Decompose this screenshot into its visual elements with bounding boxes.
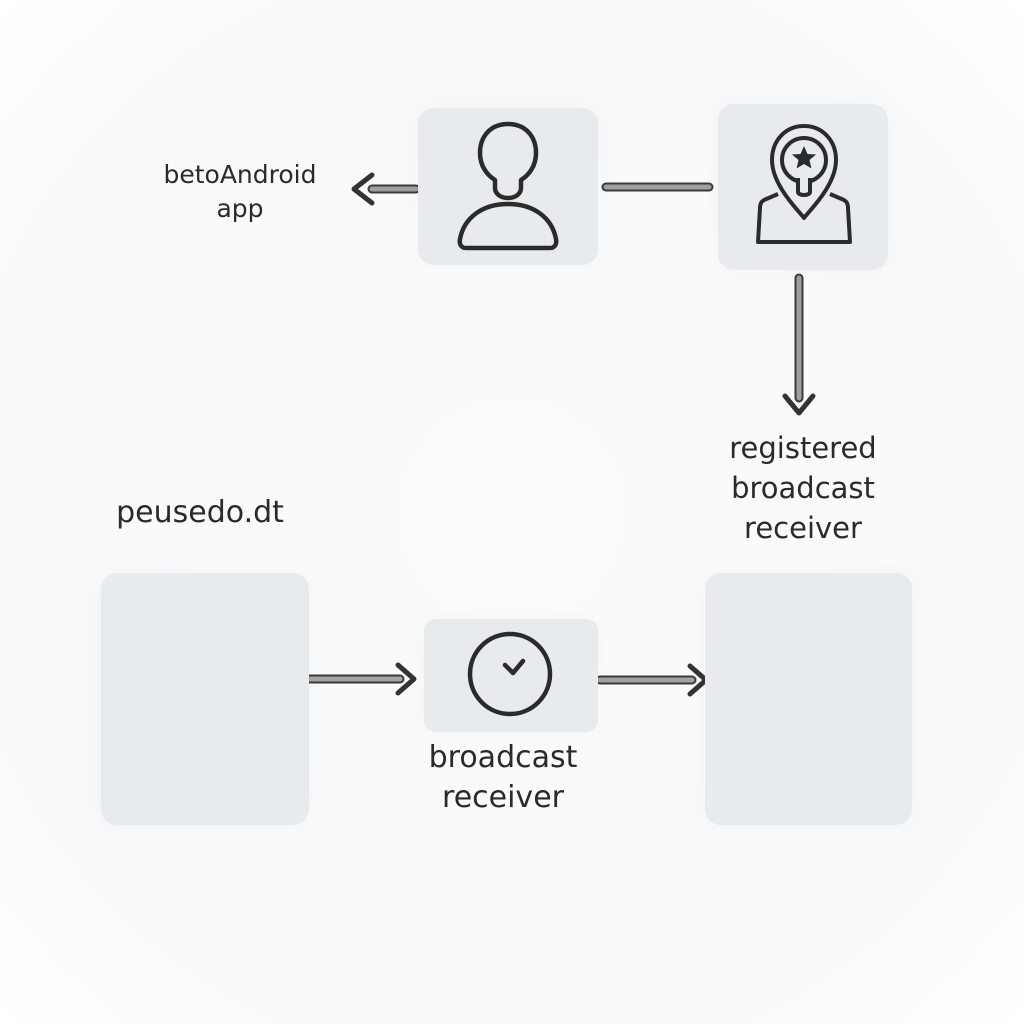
registered-receiver-label-line2: broadcast	[731, 471, 875, 505]
arrow-user-to-app	[351, 172, 421, 206]
registered-receiver-label-line3: receiver	[744, 511, 862, 545]
pseudo-label: peusedo.dt	[116, 495, 284, 530]
arrow-broadcast-to-target	[595, 663, 709, 697]
arrow-pseudo-to-broadcast	[302, 662, 417, 696]
location-pin-star-icon	[756, 124, 852, 244]
broadcast-receiver-label-line2: receiver	[442, 780, 564, 815]
broadcast-receiver-label: broadcast receiver	[400, 738, 606, 818]
location-node	[718, 104, 888, 270]
user-node	[418, 108, 598, 265]
registered-receiver-label: registered broadcast receiver	[700, 428, 906, 548]
person-icon	[457, 121, 559, 251]
android-app-label-line2: app	[216, 194, 264, 223]
arrow-location-down	[782, 273, 816, 416]
android-app-label-line1: betoAndroid	[163, 160, 317, 189]
registered-receiver-label-line1: registered	[729, 431, 877, 465]
clock-icon	[467, 631, 553, 717]
pseudo-source-node	[101, 573, 309, 825]
broadcast-receiver-label-line1: broadcast	[428, 740, 578, 775]
broadcast-receiver-node	[424, 619, 598, 732]
target-node	[705, 573, 912, 825]
android-app-label: betoAndroid app	[150, 158, 330, 226]
